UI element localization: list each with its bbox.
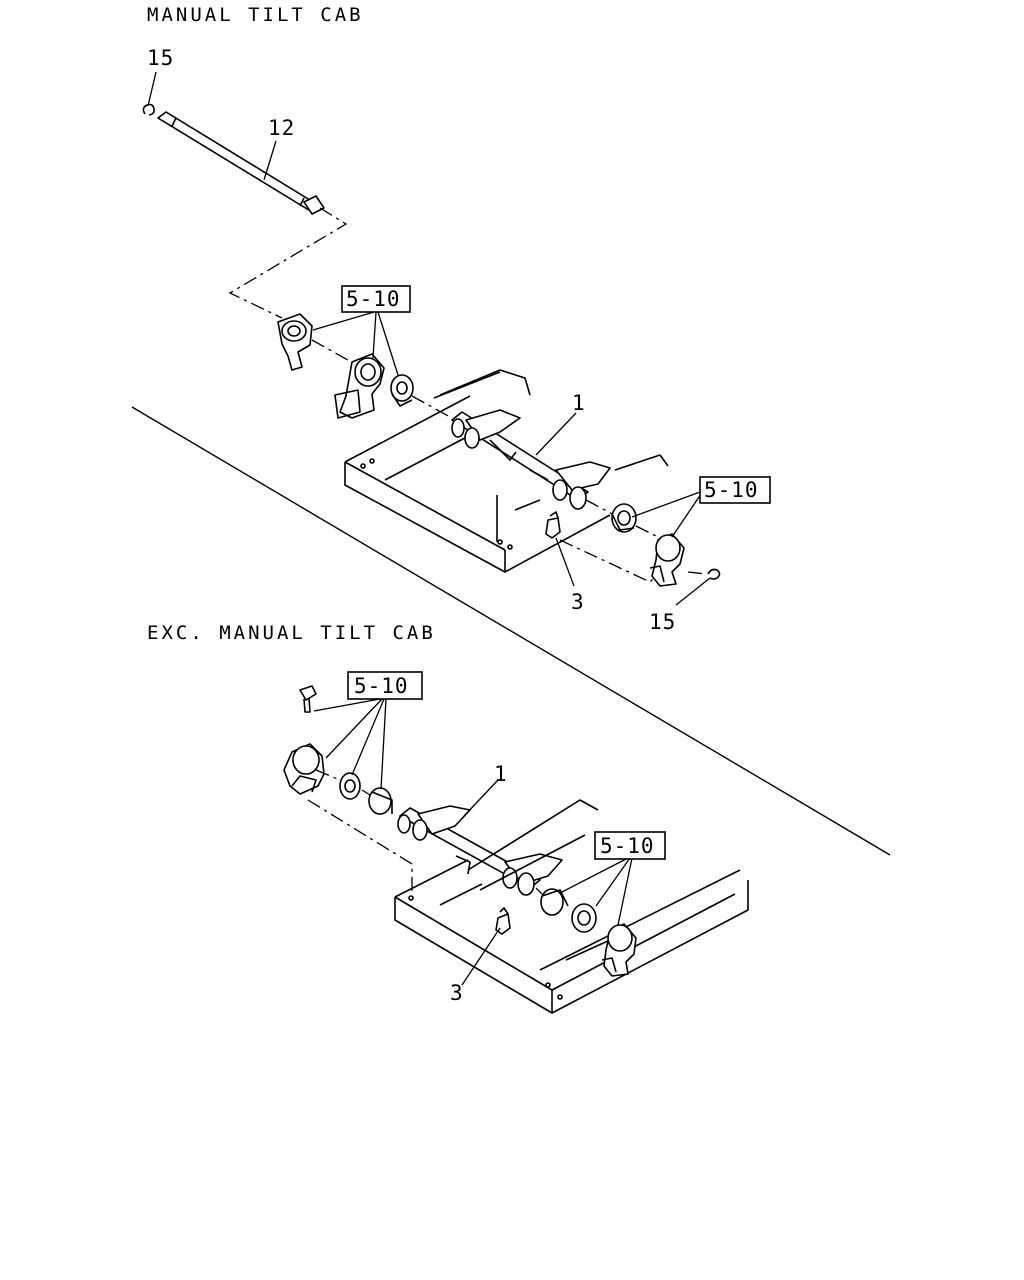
section-title-exc: EXC. MANUAL TILT CAB	[147, 622, 436, 644]
frame-lower	[394, 799, 749, 1014]
callout-box-510-left	[341, 285, 411, 313]
bushing-holder-left-exc	[283, 743, 325, 795]
bushing-right	[611, 503, 637, 533]
bushing-right-exc	[571, 903, 597, 933]
cross-shaft-1	[451, 409, 611, 510]
callout-box-510-right	[699, 476, 771, 504]
bushing-holder-right-exc	[601, 923, 637, 977]
bushing-holder-left	[334, 353, 385, 419]
bushing-left	[390, 374, 414, 407]
callout-box-510-left-exc	[347, 671, 423, 700]
bushing-left-exc	[339, 772, 361, 800]
callout-510-left-exc: 5-10	[354, 674, 409, 698]
frame-upper	[344, 369, 669, 573]
left-arm-bracket	[277, 313, 313, 371]
callout-12: 12	[268, 116, 295, 140]
bushing-holder-right	[649, 533, 685, 587]
section-title-manual: MANUAL TILT CAB	[147, 4, 364, 26]
clip-15-bottom	[707, 568, 721, 580]
cross-shaft-1-exc	[397, 805, 563, 896]
callout-15-top: 15	[147, 46, 174, 70]
torsion-bar-12	[157, 111, 325, 215]
bolt	[299, 685, 317, 713]
callout-1-exc: 1	[494, 762, 508, 786]
callout-510-left: 5-10	[346, 287, 401, 311]
callout-15-bottom: 15	[649, 610, 676, 634]
manual-tilt-cab-assembly: 15 12 5-10 1 5-10 3 15	[142, 46, 771, 634]
exc-manual-tilt-cab-assembly: 5-10 1 5-10 3	[283, 671, 749, 1014]
callout-510-right: 5-10	[704, 478, 759, 502]
callout-box-510-right-exc	[594, 831, 666, 860]
callout-510-right-exc: 5-10	[600, 834, 655, 858]
callout-3-exc: 3	[450, 981, 464, 1005]
section-divider	[131, 406, 891, 856]
bushing-sleeve-right-exc	[540, 888, 569, 916]
bushing-sleeve-left-exc	[368, 787, 393, 815]
callout-1: 1	[572, 391, 586, 415]
grease-nipple-3	[545, 511, 561, 539]
clip-15-top	[142, 103, 155, 116]
callout-3: 3	[571, 590, 585, 614]
